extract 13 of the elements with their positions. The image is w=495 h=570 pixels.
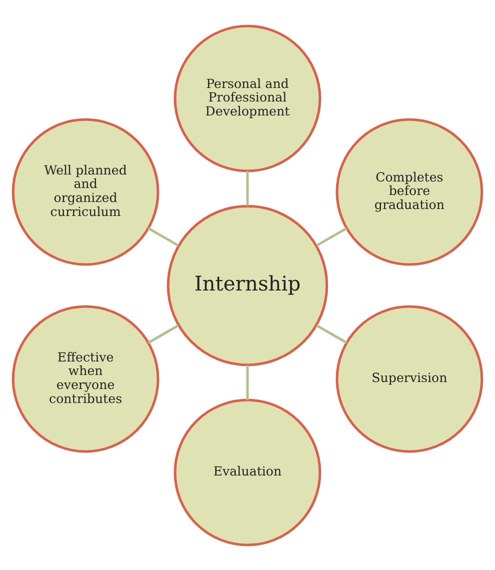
node-circle: Personal and Professional Development <box>174 24 322 172</box>
connector <box>148 226 179 246</box>
connector <box>246 170 249 206</box>
connector <box>246 364 249 400</box>
connector <box>316 324 348 344</box>
node-circle: Effective when everyone contributes <box>12 304 160 452</box>
node-circle: Well planned and organized curriculum <box>12 118 160 266</box>
node-circle: Supervision <box>336 304 484 452</box>
connector <box>148 324 179 344</box>
node-circle: Completes before graduation <box>336 118 484 266</box>
node-circle: Internship <box>166 204 328 366</box>
node-circle: Evaluation <box>174 398 322 546</box>
connector <box>316 226 348 246</box>
